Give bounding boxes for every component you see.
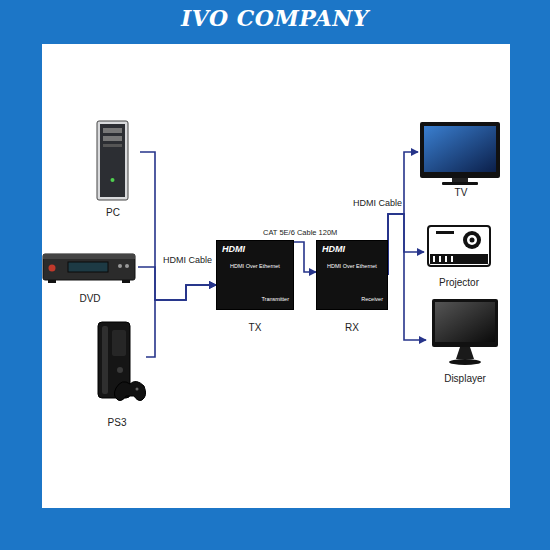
cable-label: HDMI Cable (162, 255, 213, 265)
pc-node: PC (86, 118, 140, 218)
cable-connector (292, 242, 316, 285)
monitor-display (432, 299, 498, 365)
monitor-node: Displayer (426, 296, 504, 384)
cable-connector (138, 267, 216, 300)
cable-label: CAT 5E/6 Cable 120M (262, 228, 338, 237)
receiver-node: HDMIHDMI Over EthernetReceiverRX (316, 240, 388, 310)
unit-label: RX (316, 322, 388, 333)
game-console (98, 322, 146, 401)
page-title: IVO COMPANY (0, 5, 550, 31)
unit-label: TX (216, 322, 294, 333)
device-label: PS3 (88, 417, 146, 428)
device-label: TV (418, 187, 504, 198)
cable-connector (388, 214, 424, 275)
projector-node: Projector (424, 222, 494, 288)
unit-role: Receiver (361, 296, 383, 302)
dvd-node: DVD (42, 250, 138, 304)
device-label: Projector (424, 277, 494, 288)
cable-connector (388, 214, 426, 340)
projector-device (428, 226, 490, 266)
cable-connector (146, 285, 216, 357)
cable-connector (140, 152, 216, 300)
dvd-player (43, 254, 135, 283)
tv-node: TV (418, 120, 504, 198)
transmitter-node: HDMIHDMI Over EthernetTransmitterTX (216, 240, 294, 310)
extender-box: HDMI HDMI Over EthernetReceiver (316, 240, 388, 310)
cable-label: HDMI Cable (352, 198, 403, 208)
hdmi-logo: HDMI (222, 244, 245, 254)
device-label: PC (86, 207, 140, 218)
unit-role: Transmitter (261, 296, 289, 302)
device-label: DVD (42, 293, 138, 304)
pc-tower (97, 121, 128, 200)
console-node: PS3 (88, 318, 146, 428)
device-label: Displayer (426, 373, 504, 384)
product-name: HDMI Over Ethernet (317, 263, 387, 269)
tv-set (420, 122, 500, 185)
extender-box: HDMI HDMI Over EthernetTransmitter (216, 240, 294, 310)
hdmi-logo: HDMI (322, 244, 345, 254)
product-name: HDMI Over Ethernet (217, 263, 293, 269)
